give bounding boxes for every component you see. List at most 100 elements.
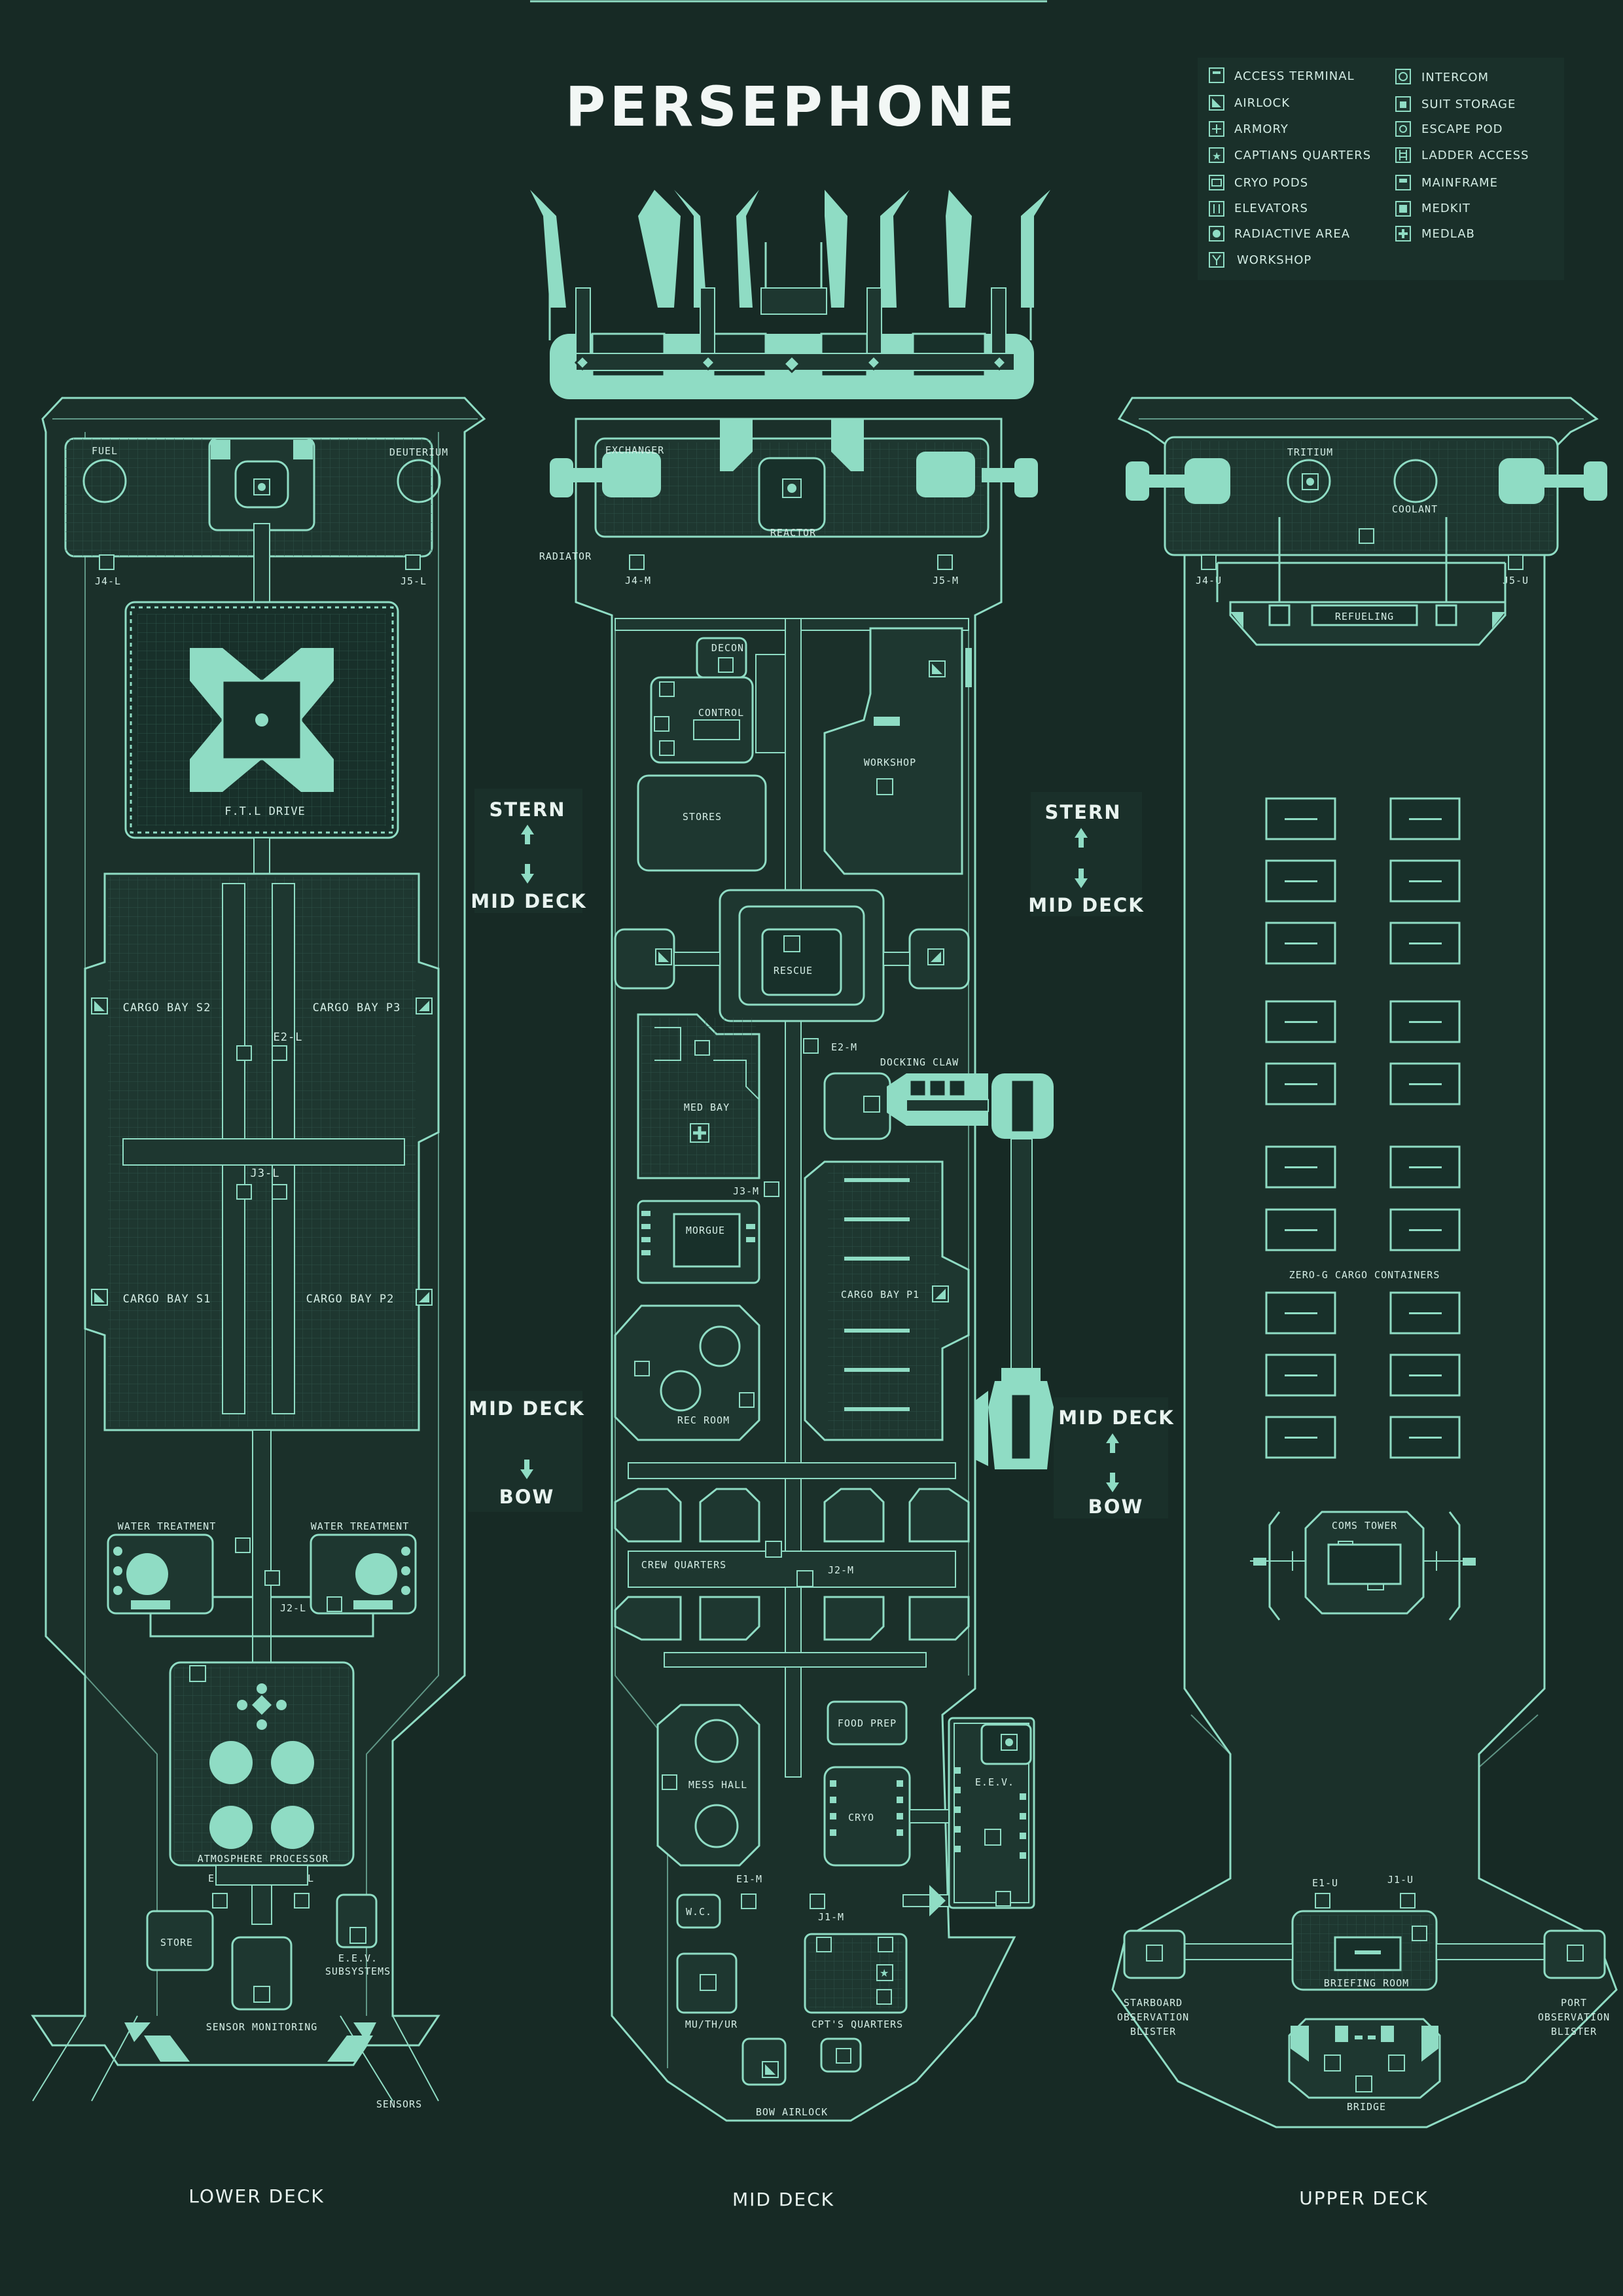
j2-l-label: J2-L (280, 1602, 306, 1614)
terminal-icon (253, 1986, 270, 2003)
legend-item-escape-pod: ESCAPE POD (1395, 121, 1503, 137)
e1-u-label: E1-U (1312, 1877, 1338, 1889)
cargo-bay-p1-label: CARGO BAY P1 (841, 1289, 919, 1300)
coms-tower-label: COMS TOWER (1332, 1520, 1397, 1532)
ladder-icon (629, 554, 645, 570)
tritium-label: TRITIUM (1287, 446, 1333, 458)
svg-text:MEDKIT: MEDKIT (1421, 202, 1471, 215)
workshop-label: WORKSHOP (864, 757, 916, 768)
svg-text:ESCAPE POD: ESCAPE POD (1421, 122, 1503, 136)
svg-text:AIRLOCK: AIRLOCK (1234, 96, 1290, 110)
legend-item-radiactive-area: RADIACTIVE AREA (1209, 226, 1350, 242)
cargo-bay-p2-label: CARGO BAY P2 (306, 1293, 395, 1306)
legend-item-cryo-pods: CRYO PODS (1209, 175, 1308, 190)
port-label-3: BLISTER (1551, 2026, 1597, 2037)
intercom-icon (694, 1040, 710, 1056)
ship-title: PERSEPHONE (565, 75, 1018, 139)
svg-text:MID DECK: MID DECK (469, 1397, 584, 1420)
elevator-icon (1315, 1893, 1330, 1909)
rec-room-label: REC ROOM (677, 1414, 730, 1426)
zero-g-containers: ZERO-G CARGO CONTAINERS (1265, 797, 1461, 1459)
armory-icon (876, 1989, 892, 2005)
legend-item-suit-storage: SUIT STORAGE (1395, 96, 1516, 112)
svg-text:CRYO PODS: CRYO PODS (1234, 176, 1308, 190)
bridge-label: BRIDGE (1347, 2101, 1386, 2113)
legend-item-captains-quarters: ★ CAPTIANS QUARTERS (1209, 147, 1370, 163)
intercom-icon (1567, 1945, 1584, 1962)
muthur-label: MU/TH/UR (685, 2018, 738, 2030)
refueling-label: REFUELING (1335, 611, 1394, 622)
svg-text:MID DECK: MID DECK (1028, 894, 1144, 916)
intercom-icon (816, 1937, 832, 1952)
starboard-label-3: BLISTER (1130, 2026, 1176, 2037)
ladder-icon (99, 554, 115, 570)
terminal-icon (796, 1570, 813, 1587)
intercom-icon (634, 1361, 650, 1376)
ladder-icon (1201, 554, 1217, 570)
ftl-drive-label: F.T.L DRIVE (224, 805, 306, 818)
legend-item-access-terminal: ACCESS TERMINAL (1209, 67, 1354, 83)
elevator-icon (803, 1038, 819, 1054)
legend-item-ladder-access: LADDER ACCESS (1395, 147, 1528, 163)
escape-pod-icon (272, 1184, 287, 1200)
j5-u-label: J5-U (1503, 575, 1529, 586)
crew-quarters-label: CREW QUARTERS (641, 1559, 726, 1571)
cargo-bay-s1-label: CARGO BAY S1 (123, 1293, 211, 1306)
escape-pod-icon (1359, 528, 1374, 544)
svg-text:MID DECK: MID DECK (1058, 1407, 1174, 1429)
decon-label: DECON (711, 642, 744, 654)
eev-subsystems-label-1: E.E.V. (338, 1952, 378, 1964)
atmosphere-processor-label: ATMOSPHERE PROCESSOR (198, 1853, 329, 1865)
coolant-label: COOLANT (1392, 503, 1438, 515)
ladder-icon (1508, 554, 1524, 570)
svg-text:SUIT STORAGE: SUIT STORAGE (1421, 98, 1516, 111)
docking-claw-label: DOCKING CLAW (880, 1056, 959, 1068)
radiator-label: RADIATOR (539, 550, 592, 562)
svg-text:RADIACTIVE AREA: RADIACTIVE AREA (1234, 227, 1350, 241)
reactor-label: REACTOR (770, 527, 816, 539)
terminal-icon (654, 716, 669, 732)
fuel-label: FUEL (92, 445, 118, 457)
terminal-icon (1324, 2054, 1341, 2072)
upper-deck-title: UPPER DECK (1299, 2187, 1428, 2209)
terminal-icon (765, 1541, 782, 1558)
svg-text:BOW: BOW (1088, 1496, 1144, 1518)
elevator-icon (264, 1570, 280, 1586)
water-treatment-label-2: WATER TREATMENT (311, 1520, 409, 1532)
cpt-quarters-label: CPT'S QUARTERS (812, 2018, 903, 2030)
cargo-bay-s2-label: CARGO BAY S2 (123, 1001, 211, 1014)
deuterium-tank (397, 459, 441, 503)
e2-l-label: E2-L (274, 1031, 303, 1044)
armory-icon (659, 681, 675, 697)
j5-m-label: J5-M (933, 575, 959, 586)
sensors-label: SENSORS (376, 2098, 422, 2110)
ladder-icon (810, 1893, 825, 1909)
rescue-label: RESCUE (774, 965, 813, 977)
intercom-icon (662, 1774, 677, 1790)
upper-deck: TRITIUM COOLANT J4-U J5-U REFUELING (1111, 397, 1618, 2209)
intercom-icon (1146, 1945, 1163, 1962)
cryo-icon (984, 1829, 1001, 1846)
star-icon (876, 1964, 893, 1981)
escape-pod-icon (235, 1537, 251, 1553)
legend-item-airlock: AIRLOCK (1209, 95, 1290, 111)
zero-g-label: ZERO-G CARGO CONTAINERS (1289, 1269, 1440, 1281)
legend-item-elevators: ELEVATORS (1209, 201, 1308, 217)
workshop-icon (876, 778, 893, 795)
terminal-icon (327, 1596, 342, 1612)
legend: ACCESS TERMINAL INTERCOM AIRLOCK SUIT ST… (1198, 58, 1564, 280)
svg-text:BOW: BOW (499, 1486, 555, 1508)
direction-stern-to-mid-left: STERN MID DECK (471, 789, 586, 913)
elevator-icon (272, 1045, 287, 1061)
stores-label: STORES (683, 811, 722, 823)
morgue-label: MORGUE (686, 1225, 725, 1236)
mid-deck: EXCHANGER REACTOR RADIATOR J4-M J5-M DEC… (530, 190, 1054, 2210)
store-label: STORE (160, 1937, 193, 1948)
j5-l-label: J5-L (401, 575, 427, 587)
ladder-icon (236, 1184, 252, 1200)
legend-item-mainframe: MAINFRAME (1395, 175, 1498, 190)
intercom-icon (1355, 2075, 1372, 2092)
svg-text:MAINFRAME: MAINFRAME (1421, 176, 1498, 190)
svg-text:INTERCOM: INTERCOM (1421, 71, 1489, 84)
